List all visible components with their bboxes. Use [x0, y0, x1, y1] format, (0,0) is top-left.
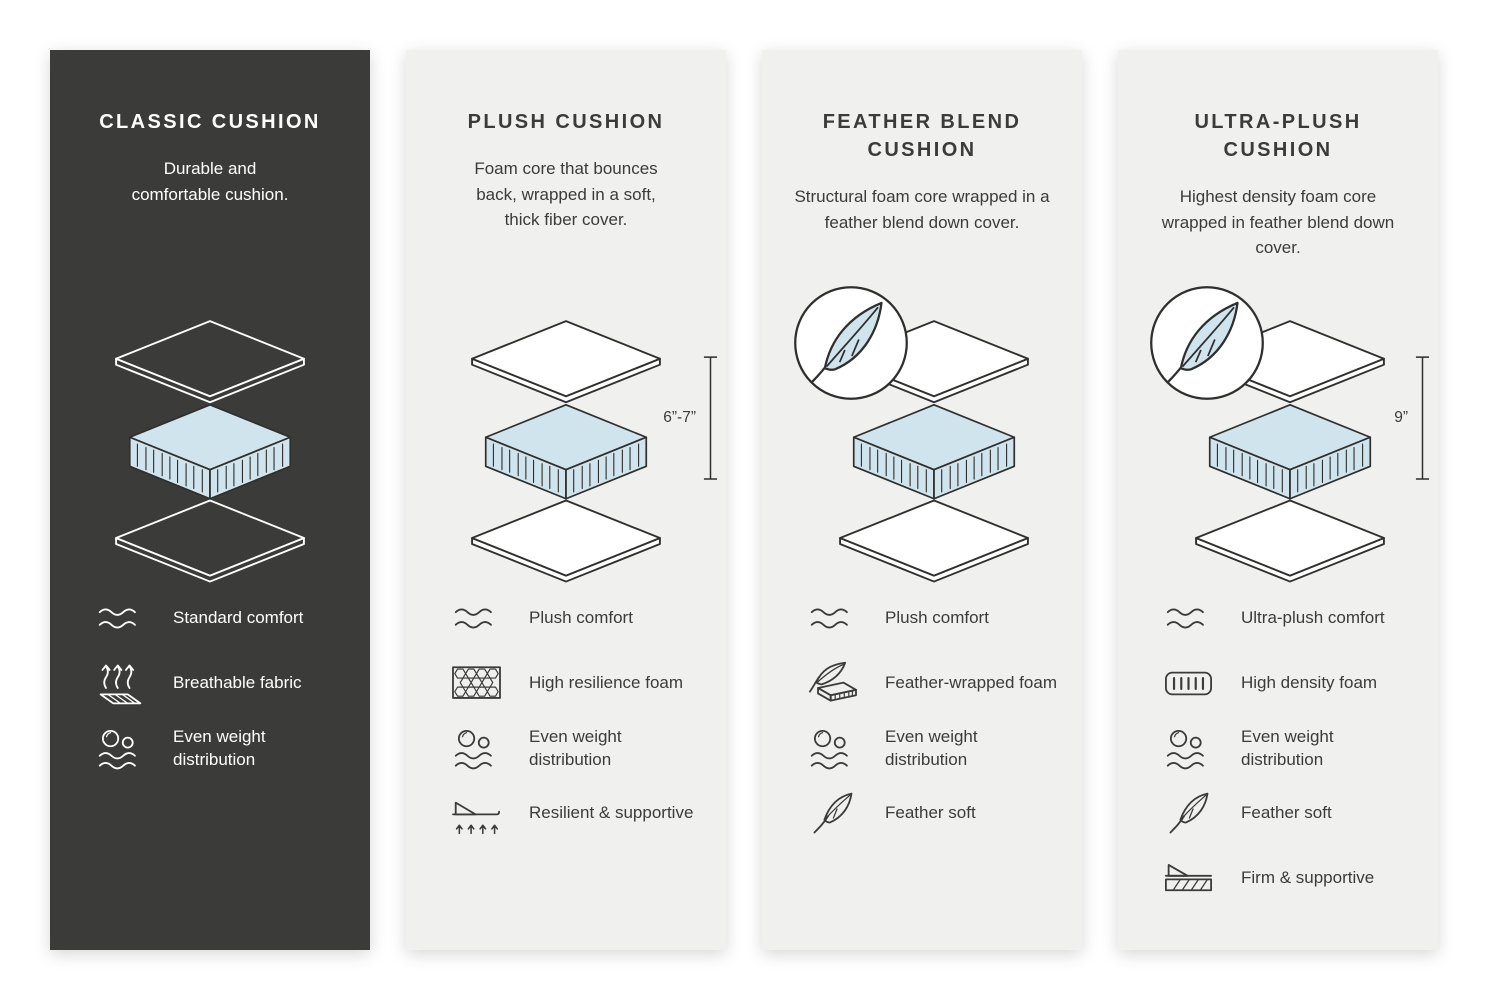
- honeycomb-icon: [448, 659, 504, 709]
- feature-label: Standard comfort: [173, 608, 304, 628]
- waves-icon: [1160, 594, 1216, 644]
- panel-title: CLASSIC CUSHION: [99, 111, 321, 133]
- waves-icon: [804, 594, 860, 644]
- feature-label: Feather soft: [885, 803, 976, 823]
- feature-label: High density foam: [1241, 673, 1378, 693]
- feather-badge-icon: [790, 282, 912, 404]
- feature-item: Plush comfort: [804, 586, 1062, 651]
- weight-icon: [804, 724, 860, 774]
- feature-item: High density foam: [1160, 651, 1418, 716]
- feature-label: Even weight distribution: [173, 727, 266, 769]
- dimension-label: 6”-7”: [663, 409, 696, 426]
- feather-icon: [1160, 789, 1216, 839]
- feature-item: Even weight distribution: [448, 716, 706, 781]
- panel-description: Durable and comfortable cushion.: [131, 159, 289, 204]
- dimension-line-icon: [1415, 356, 1430, 480]
- feature-label: Breathable fabric: [173, 673, 302, 693]
- feature-item: Feather-wrapped foam: [804, 651, 1062, 716]
- cushion-layers-illustration: [99, 316, 321, 585]
- hd-foam-icon: [1160, 659, 1216, 709]
- dimension-label: 9”: [1394, 409, 1408, 426]
- feature-item: Breathable fabric: [92, 651, 350, 716]
- panel-description: Highest density foam core wrapped in fea…: [1161, 187, 1395, 257]
- panel-feather-blend-cushion: FEATHER BLEND CUSHION Structural foam co…: [762, 50, 1082, 950]
- feature-item: Even weight distribution: [804, 716, 1062, 781]
- weight-icon: [448, 724, 504, 774]
- panel-title: FEATHER BLEND CUSHION: [822, 111, 1022, 161]
- feature-label: Firm & supportive: [1241, 868, 1375, 888]
- feature-item: Resilient & supportive: [448, 781, 706, 846]
- feature-item: Firm & supportive: [1160, 846, 1418, 911]
- cushion-diagram: 9”: [1118, 302, 1438, 592]
- feature-label: Feather soft: [1241, 803, 1332, 823]
- panel-row: CLASSIC CUSHION Durable and comfortable …: [50, 50, 1438, 950]
- feature-label: Even weight distribution: [885, 727, 978, 769]
- chair-arrows-icon: [448, 789, 504, 839]
- firm-supportive-icon: [1160, 854, 1216, 904]
- panel-title: PLUSH CUSHION: [467, 111, 665, 133]
- cushion-diagram: 6”-7”: [406, 302, 726, 592]
- feature-item: High resilience foam: [448, 651, 706, 716]
- weight-icon: [92, 724, 148, 774]
- feature-item: Plush comfort: [448, 586, 706, 651]
- feature-item: Feather soft: [804, 781, 1062, 846]
- feature-label: Feather-wrapped foam: [885, 673, 1057, 693]
- feature-label: Ultra-plush comfort: [1241, 608, 1385, 628]
- feature-item: Standard comfort: [92, 586, 350, 651]
- waves-icon: [448, 594, 504, 644]
- panel-ultra-plush-cushion: ULTRA-PLUSH CUSHION Highest density foam…: [1118, 50, 1438, 950]
- dimension-marker: 6”-7”: [663, 354, 718, 482]
- waves-icon: [92, 594, 148, 644]
- panel-description: Foam core that bounces back, wrapped in …: [474, 159, 658, 229]
- cushion-diagram: [762, 302, 1082, 592]
- feature-item: Ultra-plush comfort: [1160, 586, 1418, 651]
- panel-classic-cushion: CLASSIC CUSHION Durable and comfortable …: [50, 50, 370, 950]
- feature-label: Plush comfort: [529, 608, 633, 628]
- feature-item: Even weight distribution: [92, 716, 350, 781]
- feature-label: Even weight distribution: [529, 727, 622, 769]
- feature-label: High resilience foam: [529, 673, 684, 693]
- feather-icon: [804, 789, 860, 839]
- feather-badge-icon: [1146, 282, 1268, 404]
- feather-foam-icon: [804, 659, 860, 709]
- dimension-marker: 9”: [1394, 354, 1430, 482]
- dimension-line-icon: [703, 356, 718, 480]
- panel-title: ULTRA-PLUSH CUSHION: [1194, 111, 1362, 161]
- cushion-layers-illustration: [455, 316, 677, 585]
- feature-item: Feather soft: [1160, 781, 1418, 846]
- feature-label: Resilient & supportive: [529, 803, 694, 823]
- panel-description: Structural foam core wrapped in a feathe…: [794, 187, 1050, 232]
- panel-plush-cushion: PLUSH CUSHION Foam core that bounces bac…: [406, 50, 726, 950]
- feature-label: Plush comfort: [885, 608, 989, 628]
- feature-item: Even weight distribution: [1160, 716, 1418, 781]
- breathable-icon: [92, 659, 148, 709]
- feature-label: Even weight distribution: [1241, 727, 1334, 769]
- weight-icon: [1160, 724, 1216, 774]
- cushion-diagram: [50, 302, 370, 592]
